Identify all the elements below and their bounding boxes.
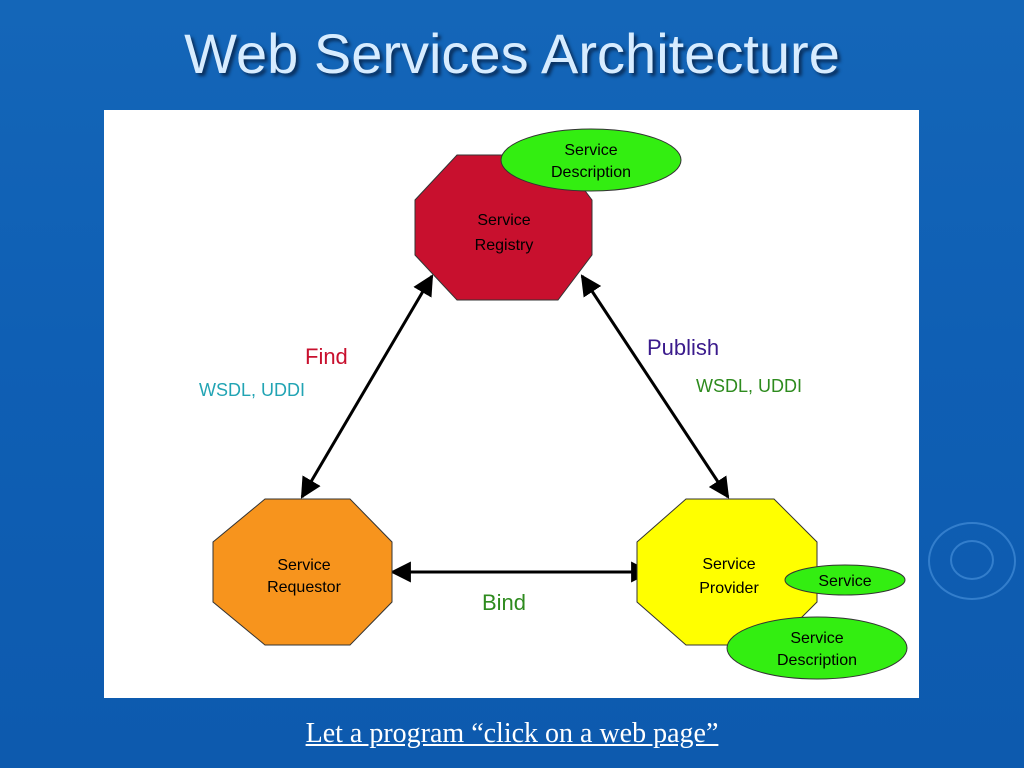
requestor-label-line1: Service	[277, 557, 330, 574]
provider-service-ellipse	[784, 564, 906, 596]
find-label: Find	[305, 344, 348, 369]
registry-description-line2: Description	[551, 164, 631, 181]
find-connector	[300, 274, 434, 499]
registry-description-badge: Service Description	[500, 128, 682, 192]
provider-service-label: Service	[818, 573, 871, 590]
bind-label: Bind	[482, 590, 526, 615]
publish-label: Publish	[647, 335, 719, 360]
registry-label-line1: Service	[477, 212, 530, 229]
ripple-decoration-outer	[928, 522, 1016, 600]
registry-label-line2: Registry	[475, 237, 534, 254]
provider-service-badge: Service	[784, 564, 906, 596]
find-protocol-label: WSDL, UDDI	[199, 380, 305, 400]
ripple-decoration-inner	[950, 540, 994, 580]
footer-link[interactable]: Let a program “click on a web page”	[305, 718, 719, 749]
publish-protocol-label: WSDL, UDDI	[696, 376, 802, 396]
service-provider-node: Service Provider	[636, 498, 818, 646]
registry-description-line1: Service	[564, 142, 617, 159]
architecture-diagram: Service Registry Service Description Ser…	[199, 128, 908, 680]
slide-title: Web Services Architecture	[184, 22, 840, 85]
publish-connector	[580, 274, 730, 499]
provider-description-ellipse	[726, 616, 908, 680]
service-requestor-node: Service Requestor	[212, 498, 393, 646]
requestor-label-line2: Requestor	[267, 579, 341, 596]
provider-description-badge: Service Description	[726, 616, 908, 680]
provider-description-line2: Description	[777, 652, 857, 669]
requestor-octagon	[212, 498, 393, 646]
provider-description-line1: Service	[790, 630, 843, 647]
registry-description-ellipse	[500, 128, 682, 192]
provider-label-line2: Provider	[699, 580, 759, 597]
diagram-panel: Service Registry Service Description Ser…	[104, 110, 919, 698]
provider-label-line1: Service	[702, 556, 755, 573]
